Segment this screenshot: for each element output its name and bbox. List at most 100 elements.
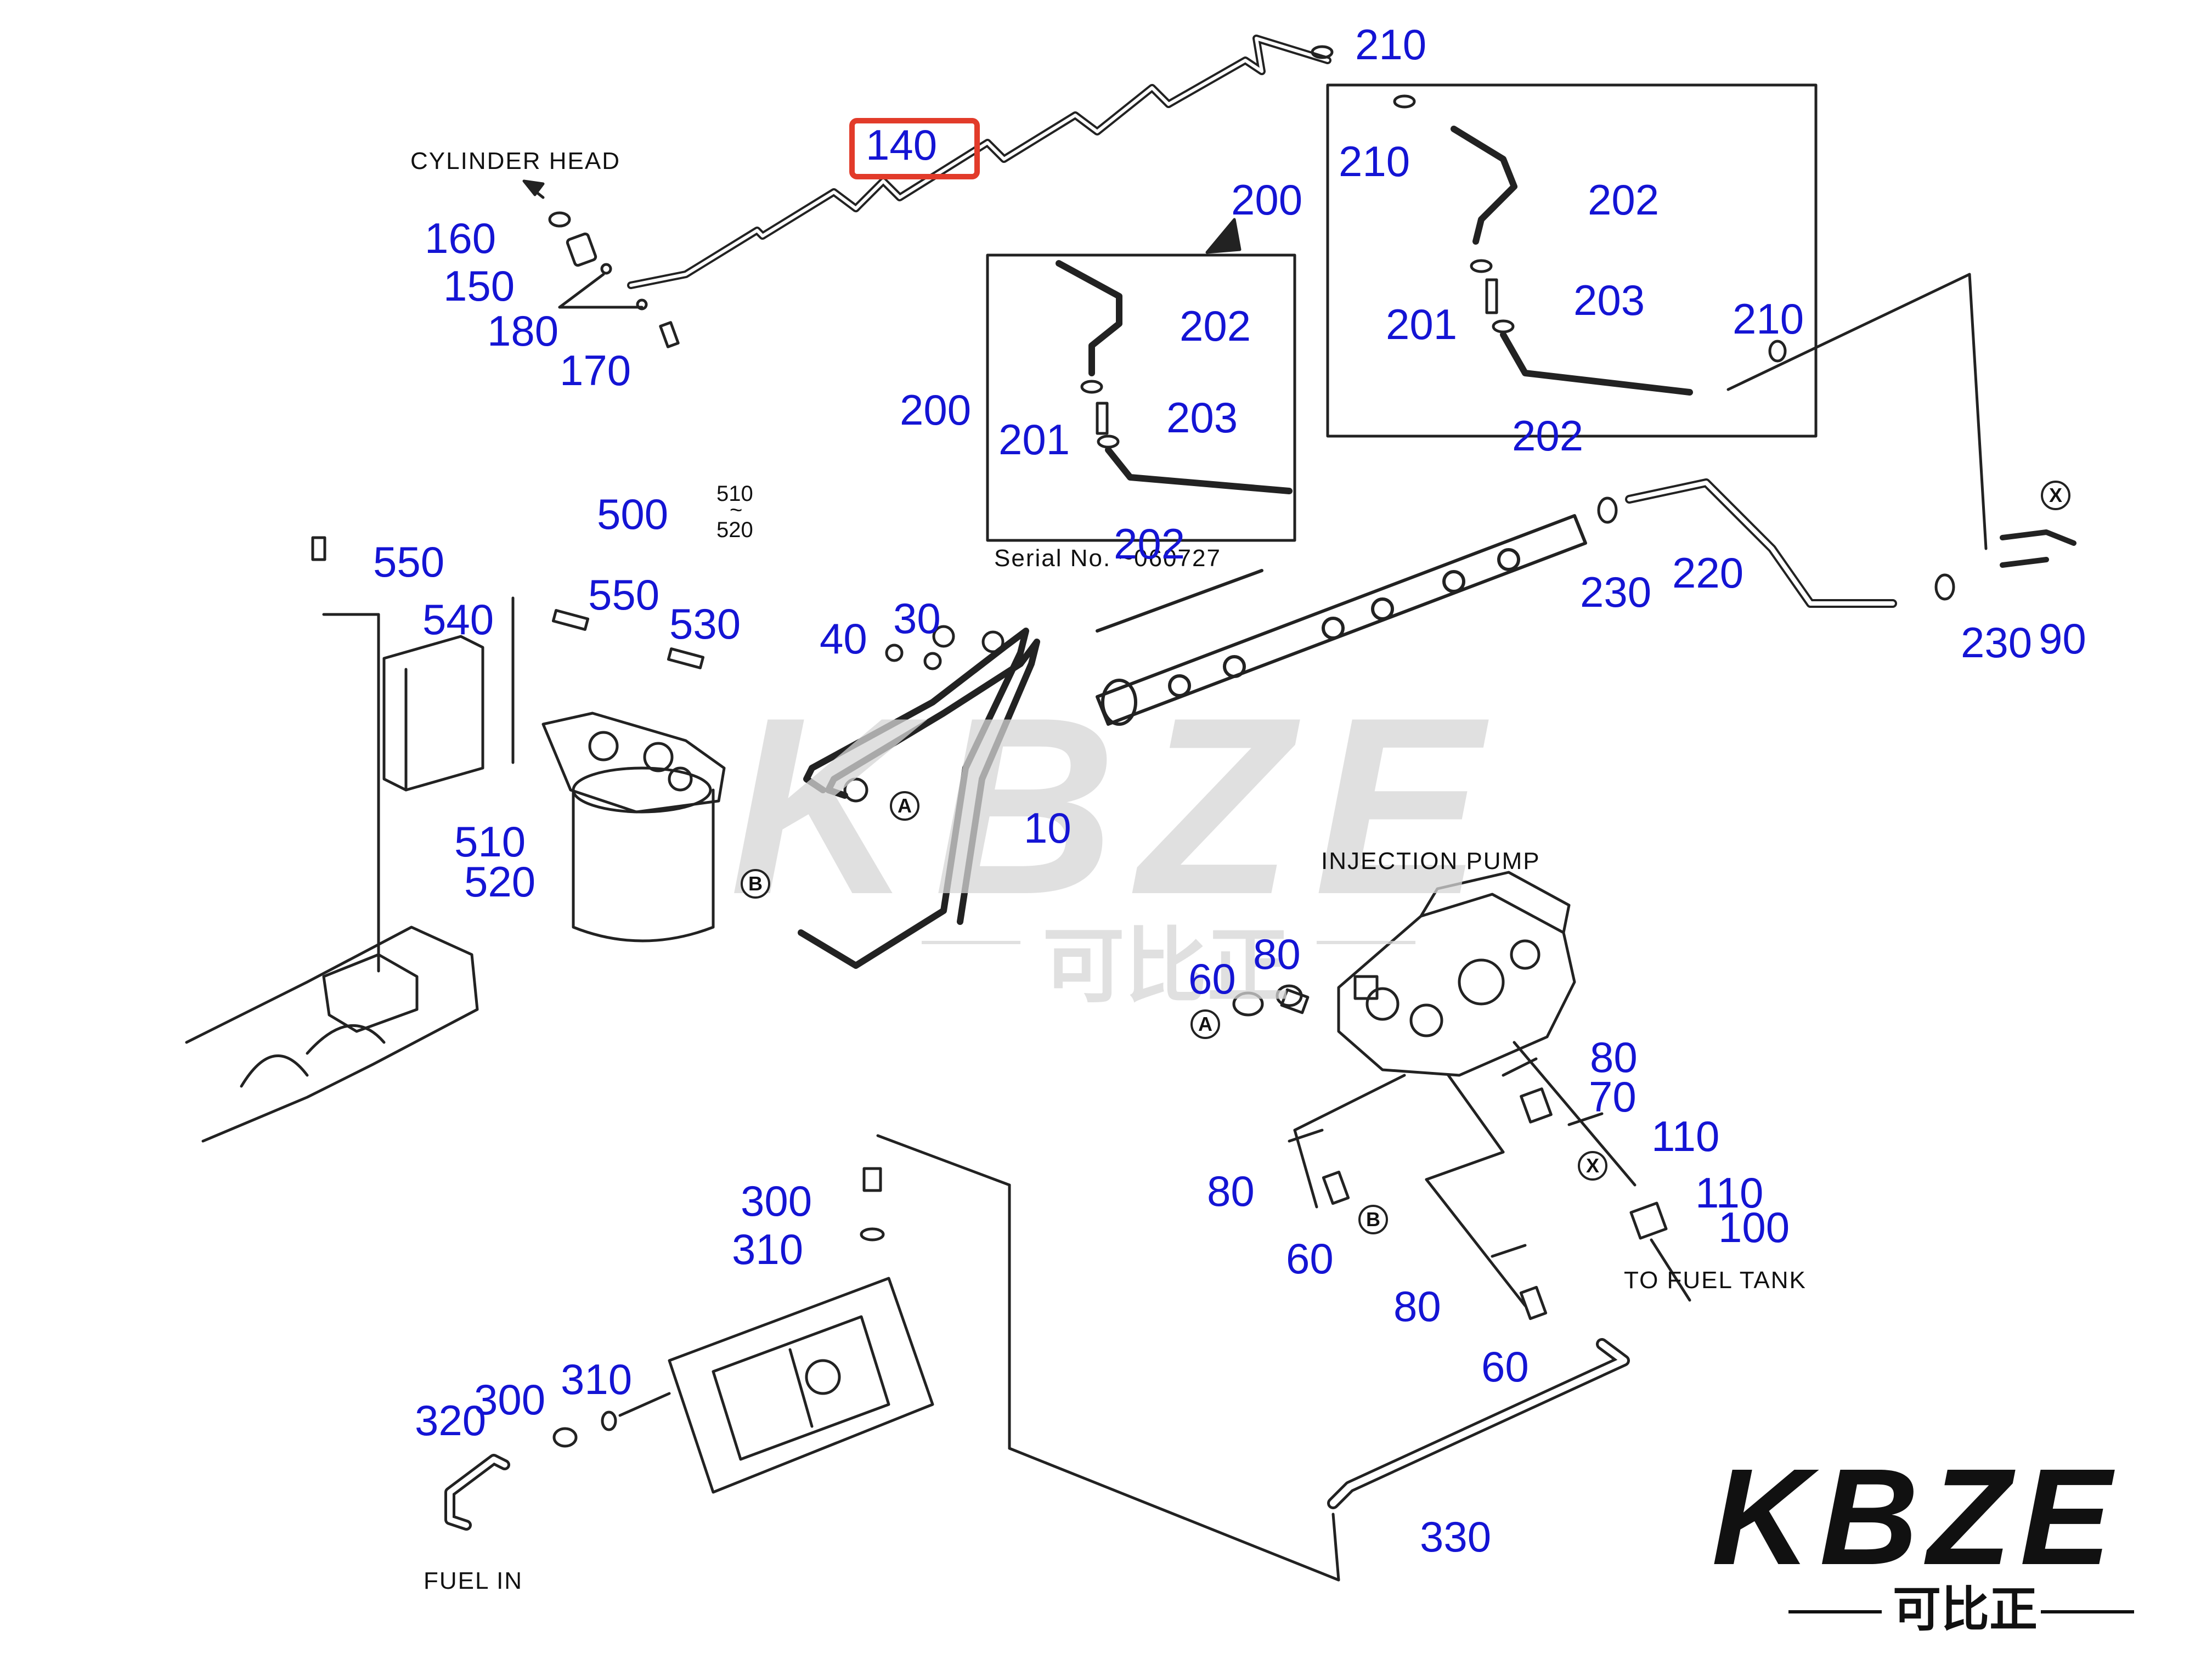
- callout-80: 80: [1590, 1033, 1638, 1081]
- watermark-line-left: [922, 941, 1020, 944]
- callout-220: 220: [1672, 549, 1744, 597]
- injection-pump: [1280, 871, 1576, 1077]
- inset-box-new: [1326, 83, 1818, 438]
- fitting-300: [552, 1427, 578, 1448]
- callout-202: 202: [1180, 302, 1251, 350]
- highlight-box-140: [849, 118, 980, 179]
- callout-60: 60: [1188, 955, 1236, 1003]
- common-rail: [1096, 514, 1587, 726]
- callout-150: 150: [443, 262, 515, 310]
- callout-230: 230: [1961, 618, 2033, 667]
- brand-logo-line-right: [2041, 1610, 2134, 1613]
- callout-140: 140: [866, 121, 938, 169]
- cylinder-head-parts: [522, 179, 680, 348]
- inset-arrow: [1205, 218, 1242, 254]
- watermark-text: KBZE: [730, 665, 1505, 947]
- callout-80: 80: [1393, 1282, 1441, 1330]
- callout-210: 210: [1339, 137, 1410, 185]
- callout-300: 300: [474, 1375, 546, 1424]
- range-label-bottom: 520: [716, 518, 753, 542]
- callout-200: 200: [1231, 176, 1303, 224]
- inset-fittings: [1080, 45, 1787, 449]
- callout-210: 210: [1733, 295, 1804, 343]
- callout-210: 210: [1355, 20, 1427, 69]
- clamp-230a: [1597, 496, 1618, 524]
- callout-550: 550: [588, 571, 660, 619]
- callout-200: 200: [900, 386, 972, 434]
- callout-40: 40: [820, 614, 867, 663]
- inset-hoses: [1056, 126, 1693, 494]
- callout-170: 170: [560, 346, 631, 394]
- refmark-a: A: [890, 791, 919, 821]
- callout-30: 30: [893, 594, 941, 642]
- refmark-x: X: [2041, 481, 2070, 510]
- caption-cylinder-head: CYLINDER HEAD: [410, 148, 620, 174]
- callout-202: 202: [1114, 520, 1186, 568]
- callout-80: 80: [1207, 1167, 1255, 1215]
- callout-70: 70: [1589, 1073, 1637, 1121]
- callout-10: 10: [1024, 804, 1071, 852]
- clamp-230b: [1934, 573, 1955, 601]
- feed-pump-plate: [668, 1167, 934, 1494]
- callout-520: 520: [464, 857, 536, 906]
- callout-500: 500: [597, 490, 669, 538]
- caption-to-fuel-tank: TO FUEL TANK: [1624, 1267, 1807, 1294]
- fuel-hose-330: [1327, 1338, 1630, 1509]
- callout-60: 60: [1481, 1342, 1529, 1391]
- injection-pipe-140: [627, 35, 1331, 289]
- callout-80: 80: [1253, 930, 1301, 978]
- callout-110: 110: [1695, 1169, 1764, 1217]
- callout-202: 202: [1588, 176, 1660, 224]
- return-hose-220: [1625, 478, 1897, 608]
- caption-fuel-in: FUEL IN: [424, 1567, 523, 1594]
- callout-230: 230: [1580, 568, 1652, 616]
- callout-100: 100: [1718, 1203, 1790, 1251]
- callout-320: 320: [415, 1396, 487, 1444]
- callout-201: 201: [1386, 300, 1458, 348]
- callout-550: 550: [373, 538, 445, 586]
- brand-logo-line-left: [1788, 1610, 1882, 1613]
- bolt-530: [667, 647, 705, 669]
- callout-60: 60: [1286, 1234, 1334, 1283]
- bolt-550: [551, 609, 590, 631]
- callout-330: 330: [1420, 1513, 1492, 1561]
- fuel-line-10: [798, 628, 1040, 969]
- callout-203: 203: [1573, 276, 1645, 324]
- range-label-tilde: ~: [730, 498, 743, 522]
- callout-180: 180: [487, 307, 559, 355]
- callout-530: 530: [669, 600, 741, 648]
- fuel-filter: [541, 712, 726, 943]
- callout-510: 510: [454, 817, 526, 866]
- callout-310: 310: [561, 1355, 633, 1403]
- callout-540: 540: [422, 595, 494, 644]
- callout-310: 310: [732, 1225, 804, 1273]
- connector-90: [2000, 529, 2076, 568]
- refmark-x: X: [1578, 1151, 1607, 1181]
- callout-160: 160: [425, 214, 496, 262]
- refmark-b: B: [1358, 1205, 1388, 1234]
- bracket-540: [311, 536, 484, 973]
- callout-202: 202: [1512, 411, 1584, 460]
- washer-80a: [1276, 984, 1303, 1007]
- washer-310: [601, 1410, 617, 1431]
- pump-connectors: [1288, 1041, 1668, 1321]
- brand-logo: KBZE 可比正: [1712, 1448, 2194, 1646]
- inset-box-old: [986, 253, 1296, 542]
- caption-injection-pump: INJECTION PUMP: [1321, 848, 1541, 874]
- refmark-a: A: [1190, 1009, 1220, 1039]
- watermark-subtext: 可比正: [1042, 919, 1290, 1014]
- fitting-60a: [1232, 991, 1264, 1017]
- callout-90: 90: [2039, 614, 2086, 663]
- intake-manifold: [185, 926, 479, 1143]
- fitting-a: [843, 777, 868, 803]
- callout-203: 203: [1166, 393, 1238, 442]
- brand-logo-subtext: 可比正: [1893, 1581, 2038, 1638]
- caption-serial-number: Serial No. ~060727: [994, 545, 1221, 572]
- callout-300: 300: [741, 1177, 812, 1225]
- brand-logo-text: KBZE: [1712, 1440, 2120, 1593]
- callout-110: 110: [1651, 1112, 1720, 1160]
- watermark-line-right: [1317, 941, 1415, 944]
- range-label-top: 510: [716, 482, 753, 506]
